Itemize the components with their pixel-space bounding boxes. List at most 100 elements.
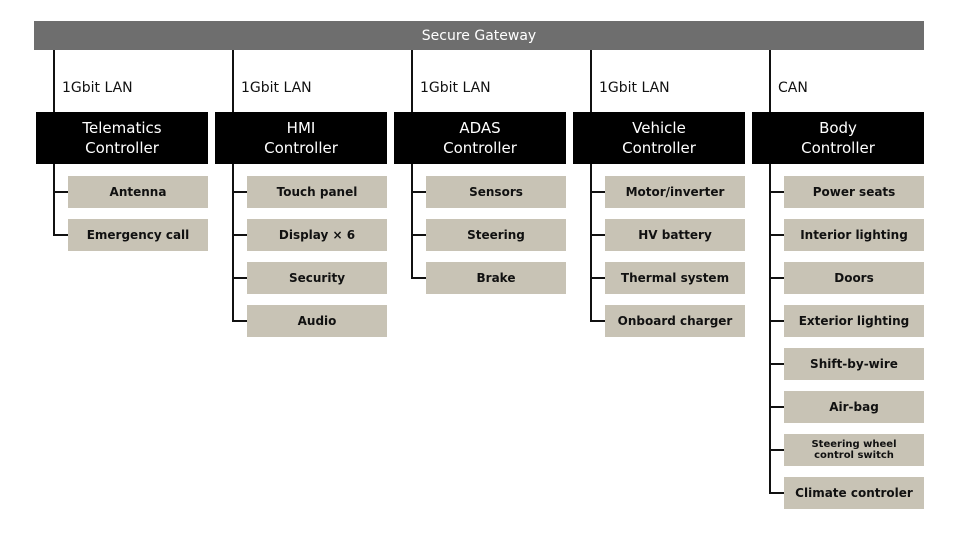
component-hv-battery: HV battery xyxy=(605,219,745,251)
secure-gateway-label: Secure Gateway xyxy=(421,27,537,44)
network-link-line xyxy=(769,50,771,112)
branch-line xyxy=(53,191,68,193)
controller-trunk-line xyxy=(769,164,771,494)
network-label: 1Gbit LAN xyxy=(62,80,133,96)
controller-hmi: HMI Controller xyxy=(215,112,387,164)
branch-line xyxy=(411,191,426,193)
component-exterior-lighting: Exterior lighting xyxy=(784,305,924,337)
component-onboard-charger: Onboard charger xyxy=(605,305,745,337)
network-link-line xyxy=(411,50,413,112)
branch-line xyxy=(769,234,784,236)
network-link-line xyxy=(232,50,234,112)
network-label: CAN xyxy=(778,80,808,96)
network-label: 1Gbit LAN xyxy=(599,80,670,96)
controller-label-line: HMI xyxy=(286,119,316,137)
component-touch-panel: Touch panel xyxy=(247,176,387,208)
branch-line xyxy=(232,191,247,193)
component-steering: Steering xyxy=(426,219,566,251)
component-row: Air-bag xyxy=(752,391,924,423)
component-brake: Brake xyxy=(426,262,566,294)
controller-label-line: ADAS xyxy=(459,119,501,137)
component-row: Shift-by-wire xyxy=(752,348,924,380)
branch-line xyxy=(53,234,68,236)
component-row: Climate controler xyxy=(752,477,924,509)
controller-trunk-line xyxy=(590,164,592,322)
component-steering-wheel-control-switch: Steering wheel control switch xyxy=(784,434,924,466)
controller-trunk-line xyxy=(411,164,413,279)
branch-line xyxy=(769,320,784,322)
controller-trunk-line xyxy=(53,164,55,236)
component-audio: Audio xyxy=(247,305,387,337)
component-antenna: Antenna xyxy=(68,176,208,208)
branch-line xyxy=(411,277,426,279)
component-row: Display × 6 xyxy=(215,219,387,251)
branch-line xyxy=(769,191,784,193)
component-row: Emergency call xyxy=(36,219,208,251)
component-row: Onboard charger xyxy=(573,305,745,337)
network-label: 1Gbit LAN xyxy=(420,80,491,96)
branch-line xyxy=(769,449,784,451)
component-climate-controler: Climate controler xyxy=(784,477,924,509)
network-label: 1Gbit LAN xyxy=(241,80,312,96)
component-row: Thermal system xyxy=(573,262,745,294)
branch-line xyxy=(590,191,605,193)
branch-line xyxy=(590,277,605,279)
component-row: Motor/inverter xyxy=(573,176,745,208)
component-emergency-call: Emergency call xyxy=(68,219,208,251)
branch-line xyxy=(590,320,605,322)
branch-line xyxy=(769,406,784,408)
component-security: Security xyxy=(247,262,387,294)
component-doors: Doors xyxy=(784,262,924,294)
controller-label-line: Controller xyxy=(443,139,517,157)
component-shift-by-wire: Shift-by-wire xyxy=(784,348,924,380)
component-power-seats: Power seats xyxy=(784,176,924,208)
branch-line xyxy=(411,234,426,236)
branch-line xyxy=(769,277,784,279)
component-motor-inverter: Motor/inverter xyxy=(605,176,745,208)
component-row: Sensors xyxy=(394,176,566,208)
controller-label-line: Body xyxy=(819,119,857,137)
component-sensors: Sensors xyxy=(426,176,566,208)
branch-line xyxy=(232,277,247,279)
component-display-6: Display × 6 xyxy=(247,219,387,251)
branch-line xyxy=(590,234,605,236)
component-row: Steering wheel control switch xyxy=(752,434,924,466)
controller-label-line: Telematics xyxy=(82,119,162,137)
component-row: Antenna xyxy=(36,176,208,208)
component-interior-lighting: Interior lighting xyxy=(784,219,924,251)
controller-label-line: Controller xyxy=(801,139,875,157)
branch-line xyxy=(232,234,247,236)
component-thermal-system: Thermal system xyxy=(605,262,745,294)
component-row: HV battery xyxy=(573,219,745,251)
component-row: Interior lighting xyxy=(752,219,924,251)
controller-adas: ADAS Controller xyxy=(394,112,566,164)
component-row: Brake xyxy=(394,262,566,294)
controller-label-line: Controller xyxy=(622,139,696,157)
controller-label-line: Controller xyxy=(85,139,159,157)
component-row: Security xyxy=(215,262,387,294)
branch-line xyxy=(769,492,784,494)
controller-label-line: Controller xyxy=(264,139,338,157)
network-link-line xyxy=(53,50,55,112)
branch-line xyxy=(769,363,784,365)
component-row: Audio xyxy=(215,305,387,337)
component-row: Power seats xyxy=(752,176,924,208)
network-link-line xyxy=(590,50,592,112)
component-row: Touch panel xyxy=(215,176,387,208)
component-row: Doors xyxy=(752,262,924,294)
branch-line xyxy=(232,320,247,322)
component-air-bag: Air-bag xyxy=(784,391,924,423)
component-row: Steering xyxy=(394,219,566,251)
secure-gateway: Secure Gateway xyxy=(34,21,924,50)
controller-trunk-line xyxy=(232,164,234,322)
controller-label-line: Vehicle xyxy=(632,119,686,137)
component-row: Exterior lighting xyxy=(752,305,924,337)
